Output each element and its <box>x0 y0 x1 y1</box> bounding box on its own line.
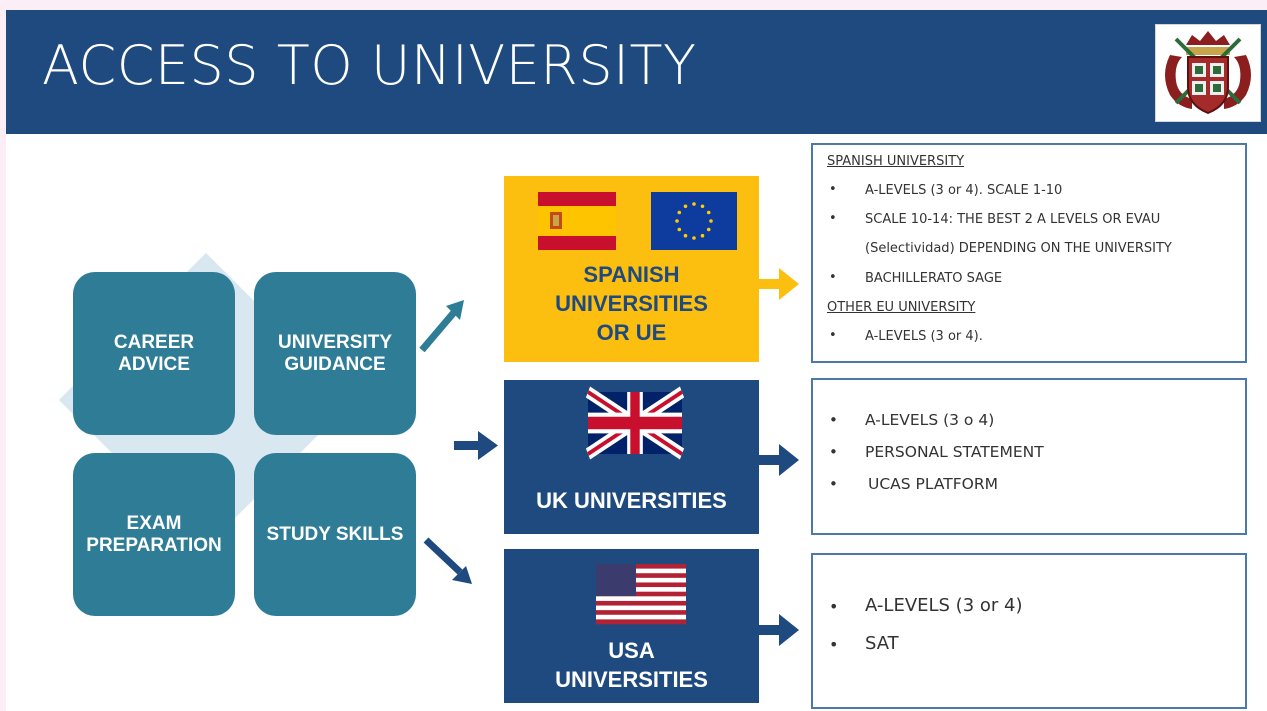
list-item: A-LEVELS (3 or 4). SCALE 1-10 <box>865 183 1063 198</box>
tile-label-line1: CAREER <box>113 331 195 353</box>
arrow-right-icon <box>759 268 799 300</box>
list-item: A-LEVELS (3 o 4) <box>865 411 995 429</box>
section-heading: OTHER EU UNIVERSITY <box>827 300 976 315</box>
arrow-down-right-icon <box>423 537 472 584</box>
eu-star <box>677 227 682 232</box>
bullet-icon: • <box>829 635 839 654</box>
uk-flag-icon <box>585 386 685 460</box>
spain-flag-icon <box>538 192 616 250</box>
eu-star <box>692 202 696 206</box>
eu-star <box>675 219 679 223</box>
box-label: UK UNIVERSITIES <box>536 488 727 513</box>
list-item: SAT <box>865 633 899 654</box>
arrow-right-icon <box>759 444 799 476</box>
bullet-icon: • <box>829 270 837 285</box>
tile-label-line2: PREPARATION <box>86 534 222 556</box>
flag-stripe <box>596 610 686 616</box>
slide: ACCESS TO UNIVERSITY CA <box>6 10 1267 711</box>
box-label-line1: SPANISH <box>583 262 680 287</box>
list-item: A-LEVELS (3 or 4) <box>865 595 1023 616</box>
flag-stripe <box>596 573 686 579</box>
box-label-line1: USA <box>608 638 655 663</box>
bullet-icon: • <box>829 328 837 343</box>
list-item: A-LEVELS (3 or 4). <box>865 329 983 344</box>
list-item: (Selectividad) DEPENDING ON THE UNIVERSI… <box>865 241 1172 256</box>
bullet-icon: • <box>829 211 837 226</box>
usa-universities-box: USA UNIVERSITIES <box>504 549 759 703</box>
tile-label-line1: UNIVERSITY <box>277 331 393 353</box>
arrow-right-icon <box>454 431 498 460</box>
school-crest-icon <box>1155 24 1261 122</box>
tile-label-line2: ADVICE <box>118 353 190 375</box>
flag-stripe <box>596 596 686 602</box>
box-label-line3: OR UE <box>596 320 667 345</box>
bullet-icon: • <box>829 475 838 493</box>
flag-stripe <box>596 587 686 592</box>
tile-study-skills: STUDY SKILLS <box>254 453 416 616</box>
eu-star <box>706 210 711 215</box>
flag-stripe <box>596 591 686 597</box>
crest-graphic <box>1165 31 1251 115</box>
flag-stripe <box>596 619 686 625</box>
box-label-line2: UNIVERSITIES <box>555 667 708 692</box>
uk-universities-box: UK UNIVERSITIES <box>504 380 759 534</box>
eu-flag-icon <box>651 192 737 250</box>
flag-stripe <box>596 568 686 574</box>
tile-label-line2: GUIDANCE <box>284 353 386 375</box>
flag-stripe <box>596 605 686 611</box>
list-item: BACHILLERATO SAGE <box>865 271 1003 286</box>
tile-label-line1: EXAM <box>126 512 182 534</box>
usa-flag-icon <box>596 564 686 625</box>
slide-title: ACCESS TO UNIVERSITY <box>42 34 697 97</box>
bullet-icon: • <box>829 182 837 197</box>
spanish-universities-box: SPANISH UNIVERSITIES OR UE <box>504 176 759 362</box>
list-item: SCALE 10-14: THE BEST 2 A LEVELS OR EVAU <box>865 212 1161 227</box>
flag-stripe <box>596 582 686 588</box>
flag-stripe <box>596 600 686 606</box>
bullet-icon: • <box>829 411 838 429</box>
usa-requirements-box: • A-LEVELS (3 or 4) • SAT <box>811 553 1247 709</box>
arrow-right-icon <box>759 614 799 646</box>
box-label-line2: UNIVERSITIES <box>555 291 708 316</box>
arrow-up-right-icon <box>419 300 464 353</box>
list-item: UCAS PLATFORM <box>868 475 999 493</box>
eu-star <box>700 233 705 238</box>
eu-star <box>700 204 705 209</box>
list-item: PERSONAL STATEMENT <box>865 443 1044 461</box>
uk-requirements-box: • A-LEVELS (3 o 4) • PERSONAL STATEMENT … <box>811 378 1247 535</box>
spain-requirements-box: SPANISH UNIVERSITY • A-LEVELS (3 or 4). … <box>811 143 1247 363</box>
eu-star <box>706 227 711 232</box>
flag-stripe <box>596 577 686 583</box>
eu-star <box>709 219 713 223</box>
eu-star <box>683 204 688 209</box>
eu-star <box>677 210 682 215</box>
flag-stripe <box>596 564 686 569</box>
tile-label-line1: STUDY SKILLS <box>266 523 404 545</box>
flag-stripe <box>596 614 686 620</box>
header-bar: ACCESS TO UNIVERSITY <box>6 10 1267 134</box>
bullet-icon: • <box>829 597 839 616</box>
bullet-icon: • <box>829 443 838 461</box>
eu-star <box>692 236 696 240</box>
section-heading: SPANISH UNIVERSITY <box>827 154 965 169</box>
eu-star <box>683 233 688 238</box>
